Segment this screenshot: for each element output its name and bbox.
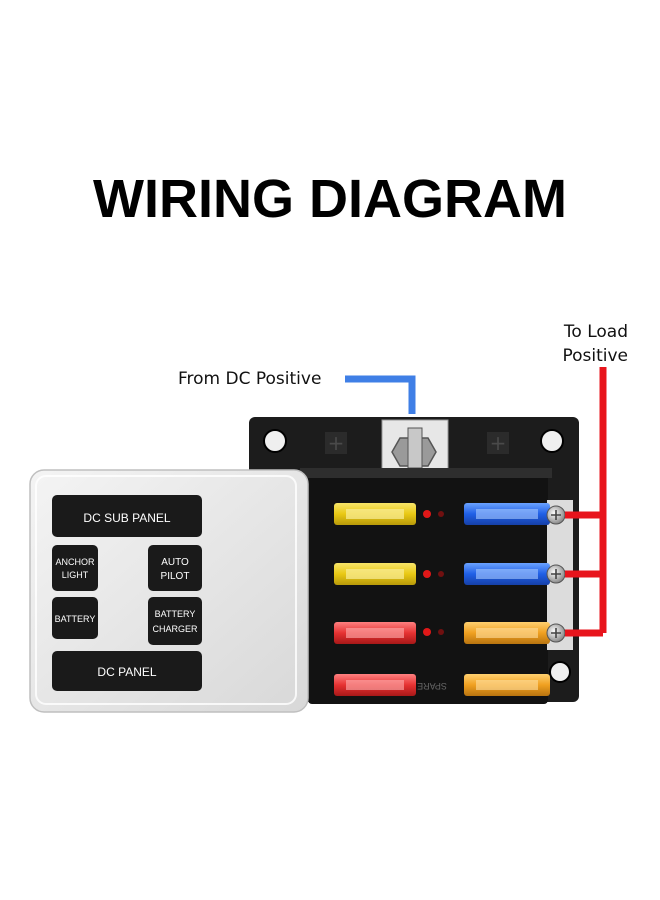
fuse-row3-right	[464, 622, 550, 644]
led-row2	[423, 570, 431, 578]
fuse-row1-right	[464, 503, 550, 525]
fuse-row2-right	[464, 563, 550, 585]
battery-charger-button[interactable]	[148, 597, 202, 645]
led-row3	[423, 628, 431, 636]
from-dc-positive-label: From DC Positive	[178, 369, 322, 389]
mount-hole-top-right	[540, 429, 564, 453]
dc-panel-label: DC PANEL	[97, 665, 156, 679]
svg-text:AUTO: AUTO	[161, 557, 189, 568]
svg-text:LIGHT: LIGHT	[62, 570, 89, 580]
load-positive-wires	[565, 367, 607, 637]
fuse-row2-left	[334, 563, 416, 585]
mount-hole-top-left	[263, 429, 287, 453]
dc-sub-panel-button[interactable]	[52, 495, 202, 537]
to-load-line2: Positive	[562, 346, 628, 366]
dc-sub-panel-label: DC SUB PANEL	[83, 511, 170, 525]
fuse-row4-left	[334, 674, 416, 696]
auto-pilot-button[interactable]	[148, 545, 202, 591]
fuse-row4-right	[464, 674, 550, 696]
svg-text:CHARGER: CHARGER	[152, 624, 198, 634]
spare-label: SPARE	[417, 681, 447, 691]
page-title: WIRING DIAGRAM	[93, 169, 567, 229]
svg-text:PILOT: PILOT	[161, 571, 190, 582]
anchor-light-button[interactable]	[52, 545, 98, 591]
to-load-positive-label: To Load Positive	[536, 320, 628, 368]
fuse-row1-left	[334, 503, 416, 525]
plus-mark-left: +	[328, 431, 345, 455]
fuse-block-cover	[308, 474, 548, 704]
mount-hole-bottom-right	[549, 661, 571, 683]
fuse-row3-left	[334, 622, 416, 644]
svg-text:BATTERY: BATTERY	[55, 614, 96, 624]
dc-panel-button[interactable]	[52, 651, 202, 691]
battery-button[interactable]	[52, 597, 98, 639]
dc-positive-wire	[345, 375, 416, 414]
dc-sub-panel: DC SUB PANEL ANCHOR LIGHT AUTO PILOT BAT…	[29, 469, 309, 713]
svg-text:ANCHOR: ANCHOR	[55, 557, 95, 567]
led-row1	[423, 510, 431, 518]
plus-mark-right: +	[490, 431, 507, 455]
to-load-line1: To Load	[563, 322, 628, 342]
svg-text:BATTERY: BATTERY	[155, 609, 196, 619]
